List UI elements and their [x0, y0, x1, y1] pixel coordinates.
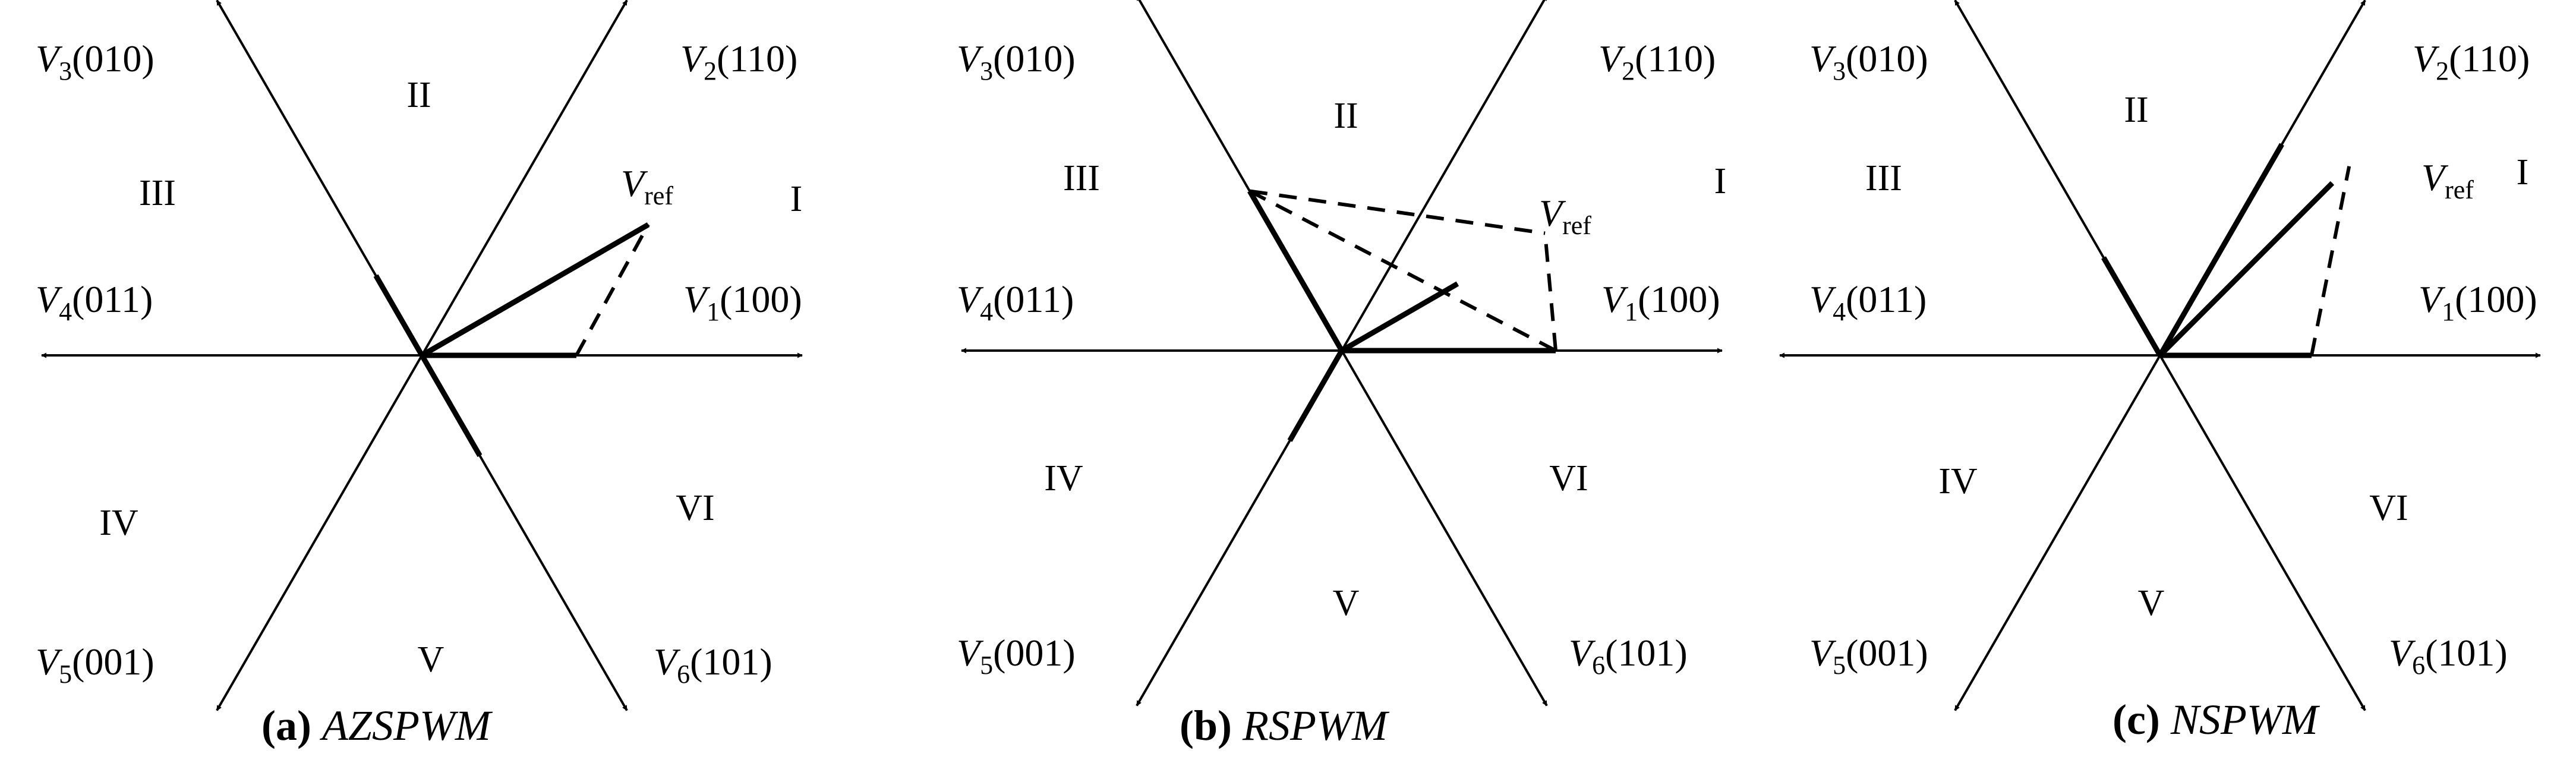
sector-label-3: III — [139, 173, 176, 213]
vector-label-v3: V3(010) — [957, 37, 1076, 86]
vector-label-v2: V2(110) — [1598, 37, 1716, 86]
sector-label-4: IV — [1938, 461, 1978, 502]
axis-v6-arrow — [2159, 354, 2366, 711]
sector-label-6: VI — [2369, 488, 2408, 528]
vector-label-v2: V2(110) — [2413, 37, 2530, 86]
vref-label: Vref — [1539, 192, 1591, 240]
decomposition-dash-2 — [1543, 233, 1557, 351]
sector-label-6: VI — [676, 488, 714, 528]
vector-label-v5: V5(001) — [957, 632, 1076, 680]
vref-label: Vref — [621, 162, 673, 210]
vector-label-v6: V6(101) — [654, 641, 773, 689]
vector-label-v1: V1(100) — [1601, 278, 1720, 326]
decomposition-dash-3 — [1249, 189, 1546, 235]
vector-label-v5: V5(001) — [36, 641, 155, 689]
decomposition-dash-1 — [2310, 166, 2351, 356]
axis-v5-arrow — [216, 354, 423, 711]
sector-label-5: V — [2138, 583, 2165, 623]
sector-label-6: VI — [1549, 458, 1588, 499]
panel-c: V1(100) V2(110) V3(010) V4(011) V5(001) V6(10… — [1779, 0, 2541, 743]
vector-label-v3: V3(010) — [36, 37, 155, 86]
vector-label-v3: V3(010) — [1809, 37, 1928, 86]
panel-caption: (a)AZSPWM — [261, 702, 493, 749]
panel-caption: (c)NSPWM — [2112, 696, 2320, 743]
sector-label-2: II — [2124, 90, 2148, 130]
active-vector-4 — [420, 354, 483, 458]
panel-b: V1(100) V2(110) V3(010) V4(011) V5(001) V6(10… — [957, 0, 1726, 749]
active-vector-3 — [2158, 181, 2335, 358]
sector-label-2: II — [406, 75, 431, 115]
active-vector-4 — [1287, 349, 1344, 442]
sector-label-5: V — [1333, 583, 1360, 623]
vector-label-v1: V1(100) — [683, 278, 802, 326]
panel-a: V1(100) V2(110) V3(010) V4(011) V5(001) V6(10… — [36, 0, 803, 749]
vector-label-v4: V4(011) — [36, 278, 153, 326]
active-vector-3 — [373, 274, 424, 357]
sector-label-4: IV — [99, 503, 138, 543]
active-vector-2 — [2158, 143, 2284, 357]
vref-label: Vref — [2421, 156, 2474, 204]
vector-label-v6: V6(101) — [1569, 632, 1688, 680]
vector-label-v4: V4(011) — [1809, 278, 1927, 326]
active-vector-3 — [1340, 281, 1459, 353]
active-vector-4 — [2101, 256, 2162, 357]
active-vector-2 — [1247, 190, 1344, 352]
panel-caption: (b)RSPWM — [1180, 702, 1390, 749]
sector-label-4: IV — [1044, 458, 1083, 499]
axis-v2-arrow — [421, 0, 628, 356]
vector-label-v6: V6(101) — [2389, 632, 2508, 680]
decomposition-dash-1 — [552, 223, 649, 282]
vector-label-v4: V4(011) — [957, 278, 1074, 326]
axis-v5-arrow — [1954, 354, 2161, 711]
axis-v2-arrow — [1341, 0, 1547, 352]
sector-label-2: II — [1333, 96, 1358, 136]
sector-label-1: I — [790, 179, 803, 219]
vector-label-v2: V2(110) — [680, 37, 797, 86]
sector-label-3: III — [1063, 158, 1100, 198]
decomposition-dash-2 — [575, 223, 650, 357]
sector-label-1: I — [2517, 152, 2529, 193]
sector-label-1: I — [1714, 161, 1727, 201]
vector-label-v5: V5(001) — [1809, 632, 1928, 680]
sector-label-3: III — [1865, 158, 1902, 198]
vector-label-v1: V1(100) — [2419, 278, 2537, 326]
sector-label-5: V — [418, 639, 444, 680]
axis-v6-arrow — [1341, 349, 1548, 707]
